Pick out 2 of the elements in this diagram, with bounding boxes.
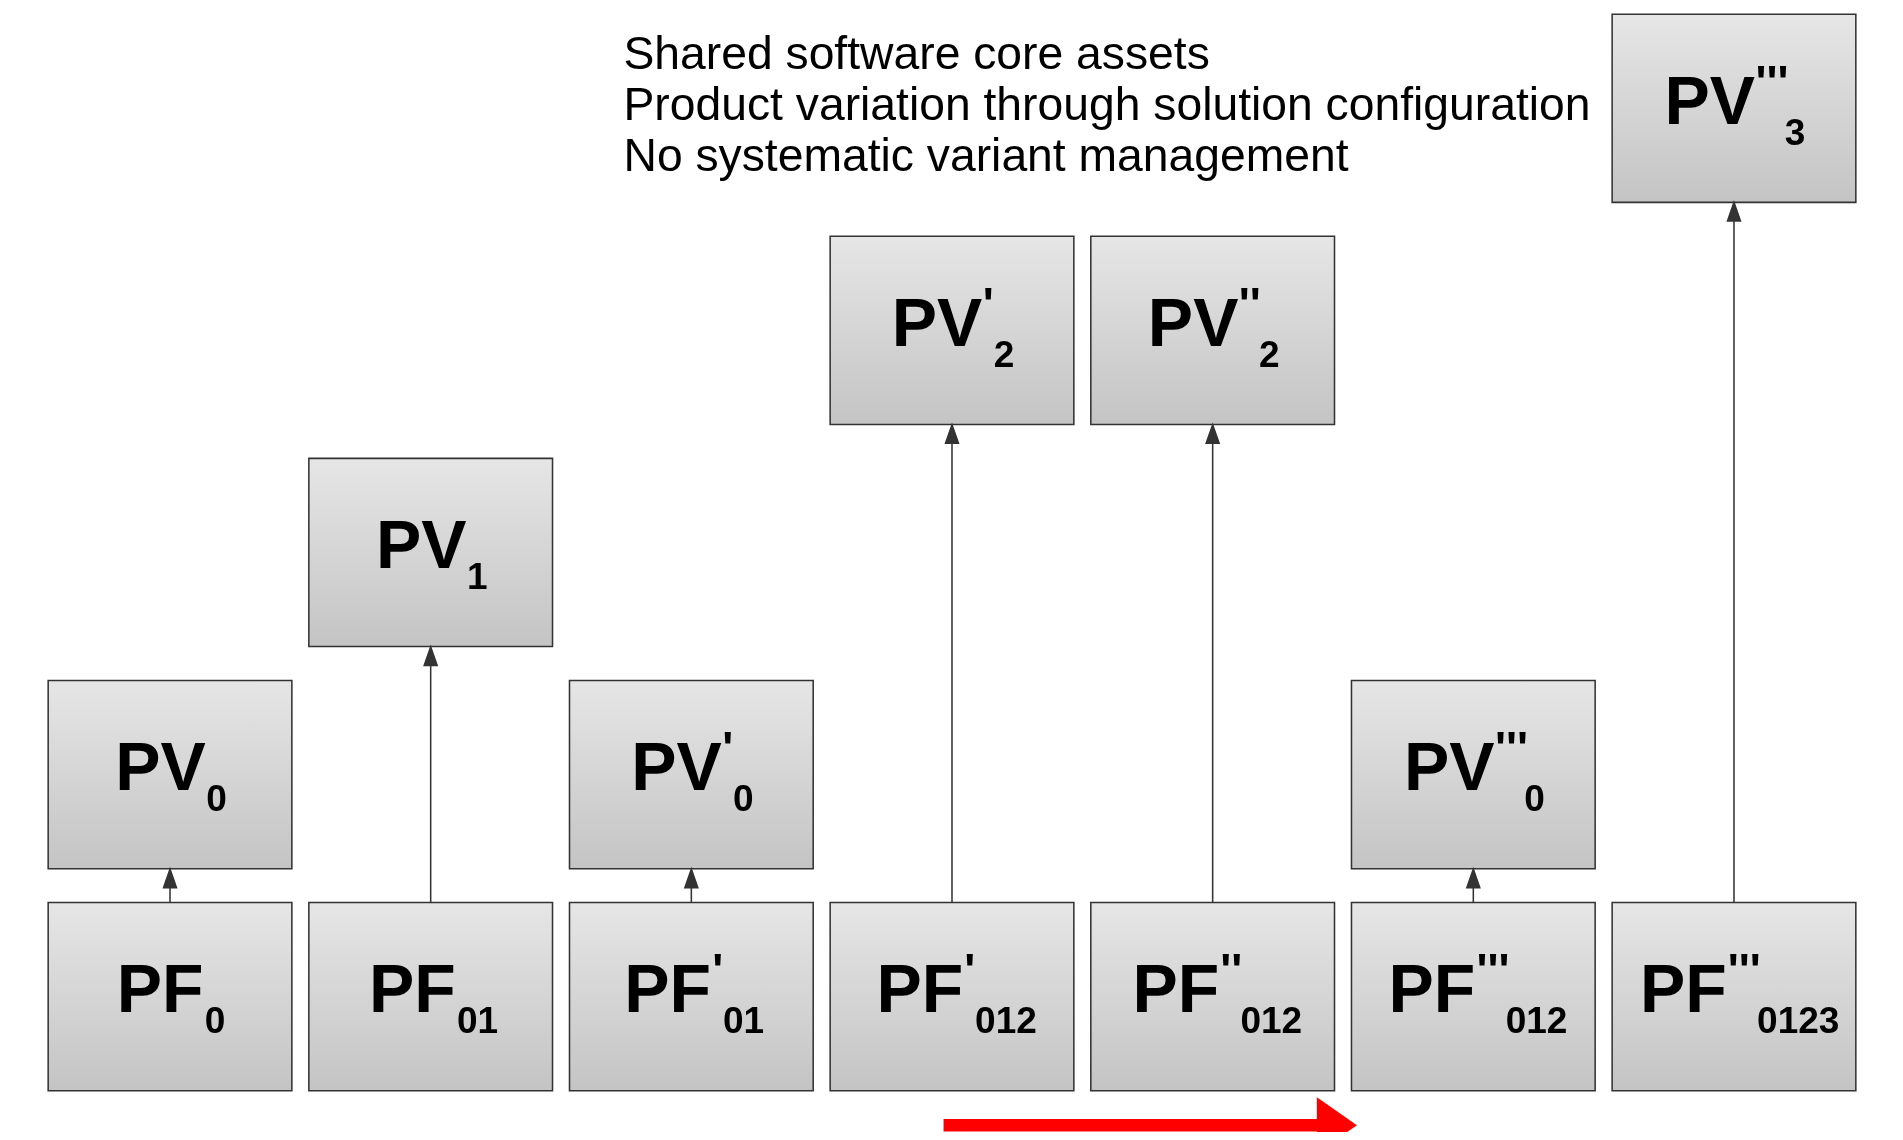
label: Shared software core assets — [622, 26, 1210, 79]
label: Product variation through solution configuration — [622, 77, 1591, 130]
